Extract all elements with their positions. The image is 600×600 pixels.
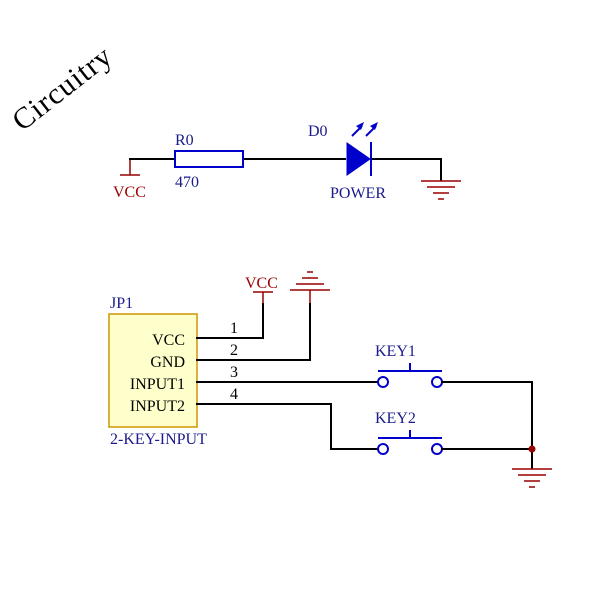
connector-body xyxy=(108,313,198,428)
gnd-symbol-keys-top xyxy=(290,271,330,304)
wire-pin1-vcc xyxy=(196,303,264,339)
led-ref: D0 xyxy=(308,123,328,140)
key1-ref: KEY1 xyxy=(375,343,416,360)
pin-name-input1: INPUT1 xyxy=(130,376,185,393)
led-value: POWER xyxy=(330,185,386,202)
resistor-value: 470 xyxy=(175,174,199,191)
pin-name-vcc: VCC xyxy=(152,332,185,349)
resistor-ref: R0 xyxy=(175,132,194,149)
vcc-label-keys: VCC xyxy=(245,275,278,292)
pin-number-2: 2 xyxy=(230,342,238,359)
key2-ref: KEY2 xyxy=(375,410,416,427)
gnd-symbol-led xyxy=(421,180,461,200)
pin-name-gnd: GND xyxy=(150,354,185,371)
gnd-symbol-keys-bottom xyxy=(512,468,552,488)
key2-switch xyxy=(377,430,443,455)
connector-ref: JP1 xyxy=(110,295,133,312)
junction-dot xyxy=(528,445,536,453)
pin-number-4: 4 xyxy=(230,386,238,403)
pin-number-3: 3 xyxy=(230,364,238,381)
key-circuit: JP1 VCC GND INPUT1 INPUT2 2-KEY-INPUT 1 … xyxy=(108,271,552,488)
vcc-symbol-keys xyxy=(253,291,273,304)
wire-pin2-gnd xyxy=(196,303,311,361)
led-circuit: VCC R0 470 D0 POWER xyxy=(113,122,461,202)
pin-number-1: 1 xyxy=(230,320,238,337)
resistor-r0 xyxy=(174,150,244,168)
vcc-label-led: VCC xyxy=(113,184,146,201)
led-d0 xyxy=(346,122,378,176)
diagram-title: Circuitry xyxy=(6,39,119,137)
wire-key1-gnd xyxy=(441,381,533,450)
wire-pin4-key2 xyxy=(196,403,379,450)
pin-name-input2: INPUT2 xyxy=(130,398,185,415)
key1-switch xyxy=(377,363,443,388)
vcc-symbol-led xyxy=(120,160,140,176)
connector-name: 2-KEY-INPUT xyxy=(110,431,207,448)
